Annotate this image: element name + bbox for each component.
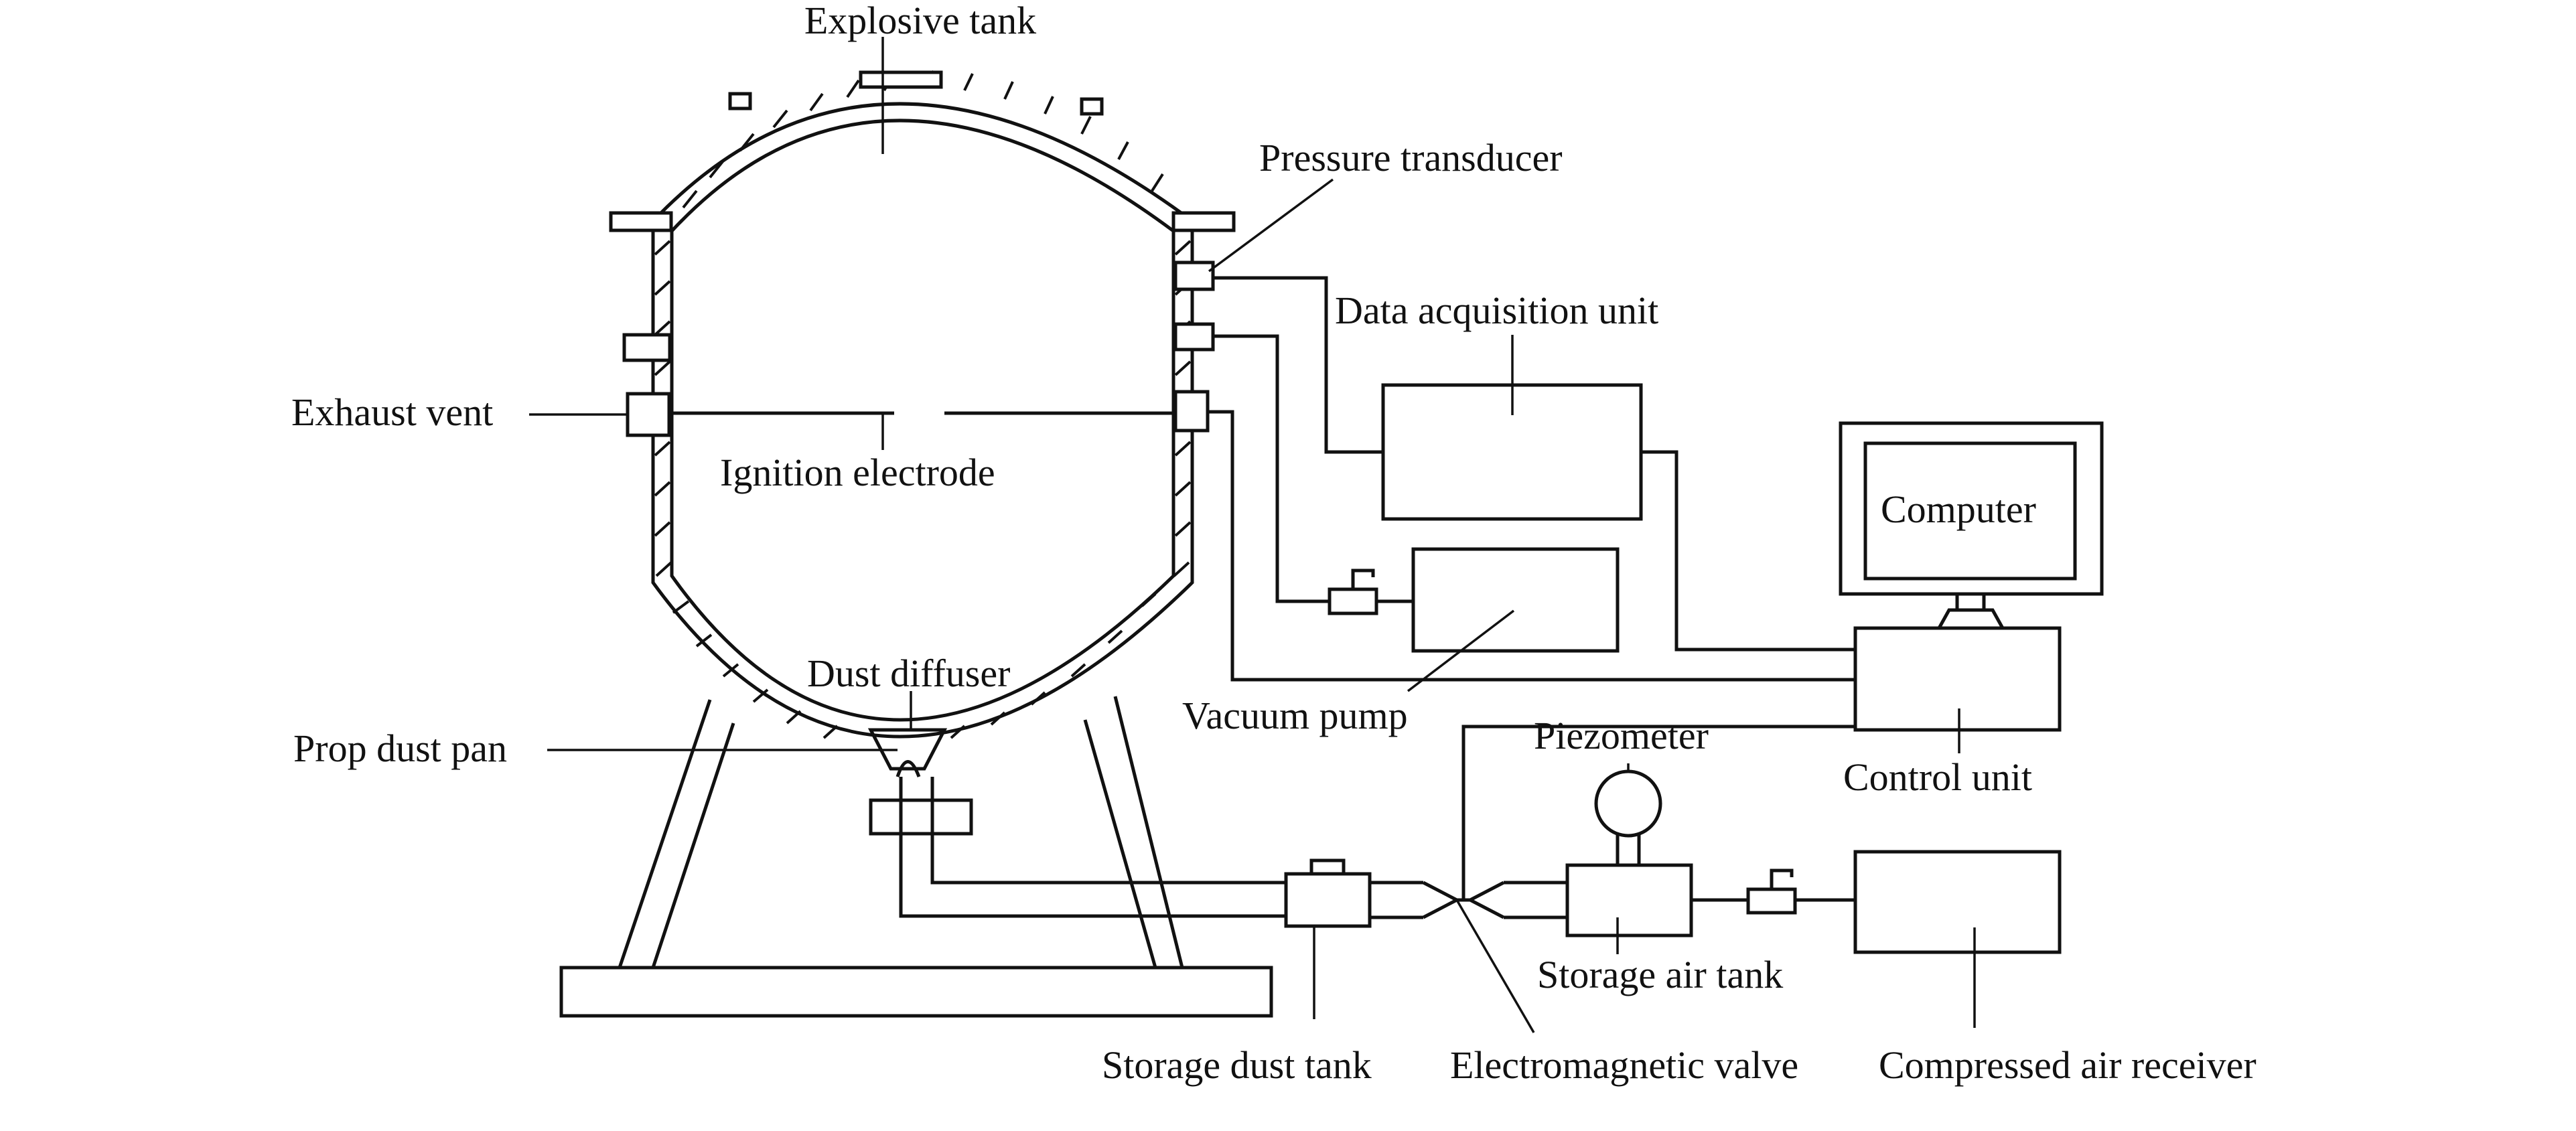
label-prop-dust-pan: Prop dust pan: [293, 727, 507, 770]
right-flange: [1171, 211, 1236, 232]
label-exhaust-vent: Exhaust vent: [291, 390, 493, 434]
label-storage-air-tank: Storage air tank: [1537, 953, 1783, 996]
label-pressure-transducer: Pressure transducer: [1259, 136, 1563, 179]
left-port: [622, 333, 672, 362]
label-compressed-air-receiver: Compressed air receiver: [1879, 1043, 2257, 1087]
left-flange: [609, 211, 673, 232]
storage-air-tank-group: [1565, 769, 2062, 954]
computer-screen: [1863, 441, 2077, 581]
label-control-unit: Control unit: [1843, 755, 2032, 799]
exhaust-vent-port: [626, 392, 671, 437]
leader-lines: [529, 37, 1976, 1033]
top-flange: [859, 70, 943, 89]
label-explosive-tank: Explosive tank: [804, 0, 1036, 42]
explosive-tank: [609, 70, 1236, 836]
right-port-2: [1173, 322, 1215, 352]
piezometer: [1594, 769, 1662, 838]
label-computer: Computer: [1881, 487, 2036, 531]
labels: Explosive tank Pressure transducer Data …: [291, 0, 2257, 1087]
computer-base: [1937, 608, 2005, 629]
pressure-transducer-port: [1173, 260, 1215, 291]
bottom-flange: [869, 798, 973, 836]
support-stand: [559, 696, 1273, 1018]
instrumentation: [1208, 276, 2062, 900]
compressed-air-receiver: [1853, 850, 2062, 954]
prop-dust-pan: [896, 760, 921, 777]
vacuum-valve: [1328, 587, 1378, 615]
dust-diffuser: [867, 728, 948, 771]
dust-feed-pipe: [899, 777, 1567, 928]
label-electromagnetic-valve: Electromagnetic valve: [1450, 1043, 1798, 1087]
base-plate: [559, 966, 1273, 1018]
right-port-3: [1173, 390, 1210, 433]
label-piezometer: Piezometer: [1534, 714, 1709, 757]
label-storage-dust-tank: Storage dust tank: [1102, 1043, 1372, 1087]
storage-air-tank: [1565, 863, 1693, 937]
label-vacuum-pump: Vacuum pump: [1182, 694, 1408, 737]
shell-hatching: [654, 70, 1192, 739]
label-data-acquisition-unit: Data acquisition unit: [1335, 289, 1658, 332]
storage-dust-tank: [1284, 872, 1372, 928]
vacuum-pump: [1411, 547, 1620, 653]
computer-stand: [1955, 592, 1986, 612]
label-ignition-electrode: Ignition electrode: [720, 451, 995, 494]
computer-group: [1839, 421, 2104, 629]
control-unit: [1853, 626, 2062, 732]
label-dust-diffuser: Dust diffuser: [807, 652, 1010, 695]
air-valve: [1746, 887, 1797, 915]
